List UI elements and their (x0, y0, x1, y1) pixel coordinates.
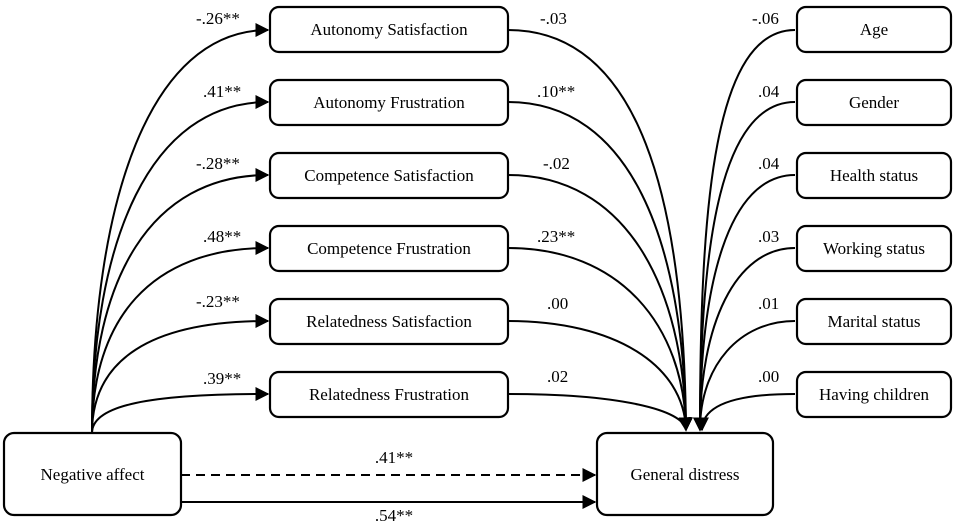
edge-mediator-to-distress (507, 174, 693, 432)
coef-a-competence-satisfaction: -.28** (196, 154, 240, 173)
coef-b-autonomy-frustration: .10** (537, 82, 575, 101)
edge-covariate-to-distress (693, 320, 796, 432)
node-having-children: Having children (795, 370, 953, 419)
edge-covariate-to-distress (695, 393, 796, 432)
edge-mediator-to-distress (507, 393, 692, 432)
edge-covariate-to-distress (693, 101, 796, 432)
node-gender: Gender (795, 78, 953, 127)
coef-direct-effect-dashed: .41** (375, 448, 413, 467)
edge-covariate-to-distress (693, 29, 796, 432)
coef-a-relatedness-frustration: .39** (203, 369, 241, 388)
node-label: Autonomy Frustration (313, 93, 465, 112)
edge-covariate-to-distress (693, 247, 796, 432)
node-relatedness-satisfaction: Relatedness Satisfaction (268, 297, 510, 346)
coef-b-relatedness-frustration: .02 (547, 367, 568, 386)
node-label: Health status (830, 166, 918, 185)
coef-a-competence-frustration: .48** (203, 227, 241, 246)
coef-health-status: .04 (758, 154, 780, 173)
edge-mediator-to-distress (507, 101, 693, 432)
coef-having-children: .00 (758, 367, 779, 386)
node-label: Working status (823, 239, 925, 258)
coef-a-autonomy-satisfaction: -.26** (196, 9, 240, 28)
coef-gender: .04 (758, 82, 780, 101)
coef-working-status: .03 (758, 227, 779, 246)
edge-affect-to-mediator (91, 95, 270, 434)
a-paths (91, 23, 270, 434)
coef-b-autonomy-satisfaction: -.03 (540, 9, 567, 28)
node-label: Having children (819, 385, 929, 404)
node-autonomy-frustration: Autonomy Frustration (268, 78, 510, 127)
edge-mediator-to-distress (507, 320, 693, 432)
edge-affect-to-mediator (91, 241, 270, 434)
node-label: Relatedness Frustration (309, 385, 470, 404)
node-negative-affect: Negative affect (2, 431, 183, 517)
node-age: Age (795, 5, 953, 54)
coef-a-relatedness-satisfaction: -.23** (196, 292, 240, 311)
covariate-paths (693, 29, 796, 432)
coef-age: -.06 (752, 9, 779, 28)
node-working-status: Working status (795, 224, 953, 273)
node-label: Marital status (827, 312, 920, 331)
coef-marital-status: .01 (758, 294, 779, 313)
node-label: Age (860, 20, 888, 39)
node-label: Gender (849, 93, 899, 112)
coef-direct-effect-solid: .54** (375, 506, 413, 524)
edge-mediator-to-distress (507, 247, 693, 432)
edge-affect-to-mediator (91, 314, 270, 434)
node-label: Autonomy Satisfaction (310, 20, 468, 39)
coef-b-competence-satisfaction: -.02 (543, 154, 570, 173)
node-competence-frustration: Competence Frustration (268, 224, 510, 273)
node-relatedness-frustration: Relatedness Frustration (268, 370, 510, 419)
node-label: Competence Frustration (307, 239, 471, 258)
edge-affect-to-mediator (91, 387, 270, 434)
node-label: Relatedness Satisfaction (306, 312, 472, 331)
b-paths (507, 29, 693, 432)
node-autonomy-satisfaction: Autonomy Satisfaction (268, 5, 510, 54)
node-competence-satisfaction: Competence Satisfaction (268, 151, 510, 200)
coef-a-autonomy-frustration: .41** (203, 82, 241, 101)
coef-b-competence-frustration: .23** (537, 227, 575, 246)
node-label: Competence Satisfaction (304, 166, 474, 185)
node-label: Negative affect (41, 465, 145, 484)
edge-affect-to-mediator (91, 168, 270, 434)
node-health-status: Health status (795, 151, 953, 200)
node-label: General distress (630, 465, 739, 484)
edge-covariate-to-distress (693, 174, 796, 432)
edge-mediator-to-distress (507, 29, 693, 432)
node-marital-status: Marital status (795, 297, 953, 346)
coef-b-relatedness-satisfaction: .00 (547, 294, 568, 313)
edge-affect-to-mediator (91, 23, 270, 434)
node-general-distress: General distress (595, 431, 775, 517)
